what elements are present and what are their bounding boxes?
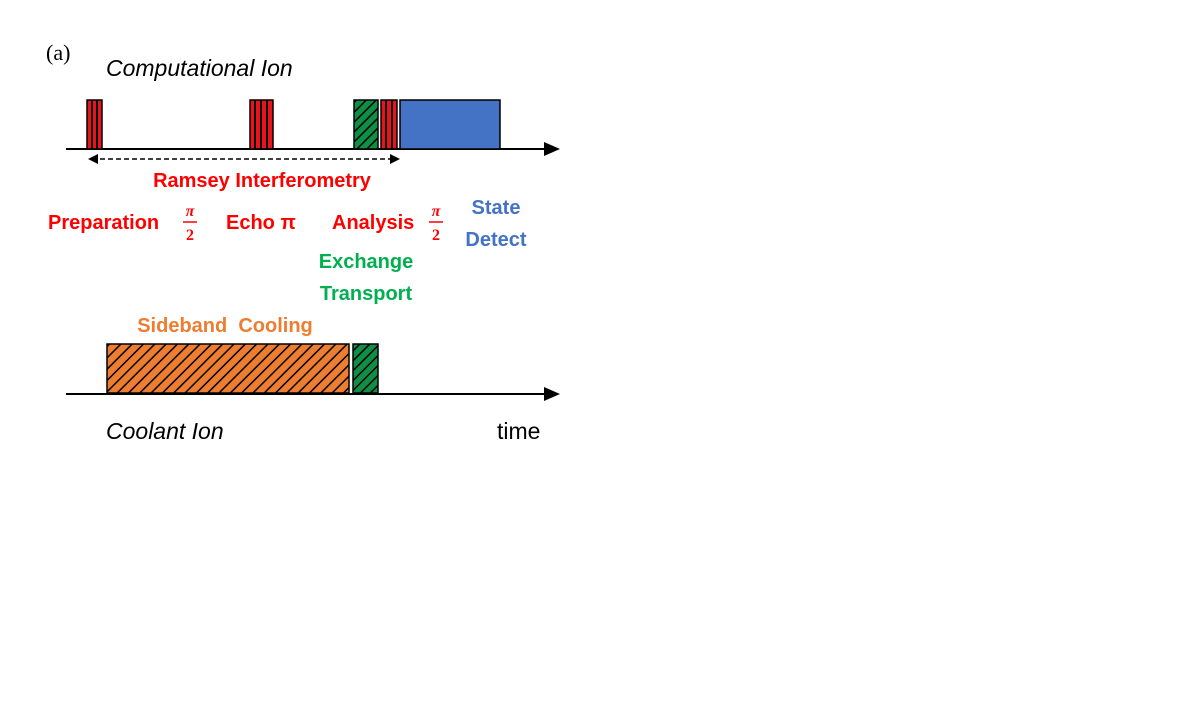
exchange-transport-pulse-coolant [352, 343, 379, 394]
state-detect-label-line2: Detect [465, 229, 526, 251]
analysis-fraction-numerator: π [432, 203, 442, 220]
analysis-pulse [380, 99, 398, 150]
exchange-label-line2: Transport [320, 283, 413, 305]
sideband-cooling-label: Sideband Cooling [137, 315, 313, 337]
exchange-transport-pulse-computational [353, 99, 379, 150]
analysis-label-group: Analysis π 2 [332, 203, 443, 244]
ramsey-span-arrow [88, 154, 400, 164]
analysis-fraction-denominator: 2 [432, 227, 440, 244]
panel-label: (a) [46, 40, 70, 65]
preparation-fraction-denominator: 2 [186, 227, 194, 244]
coolant-ion-label: Coolant Ion [106, 418, 224, 444]
preparation-label: Preparation [48, 212, 159, 234]
state-detect-label-line1: State [472, 197, 521, 219]
computational-ion-label: Computational Ion [106, 55, 293, 81]
preparation-pulse [86, 99, 103, 150]
echo-pulse [249, 99, 274, 150]
time-axis-label: time [497, 418, 540, 444]
exchange-label-line1: Exchange [319, 251, 413, 273]
ramsey-interferometry-label: Ramsey Interferometry [153, 170, 372, 192]
preparation-label-group: Preparation π 2 [48, 203, 197, 244]
echo-label: Echo π [226, 212, 296, 234]
analysis-label: Analysis [332, 212, 414, 234]
coolant-time-axis [66, 387, 560, 401]
sideband-cooling-pulse [106, 343, 350, 394]
state-detect-pulse [399, 99, 501, 150]
preparation-fraction-numerator: π [186, 203, 196, 220]
